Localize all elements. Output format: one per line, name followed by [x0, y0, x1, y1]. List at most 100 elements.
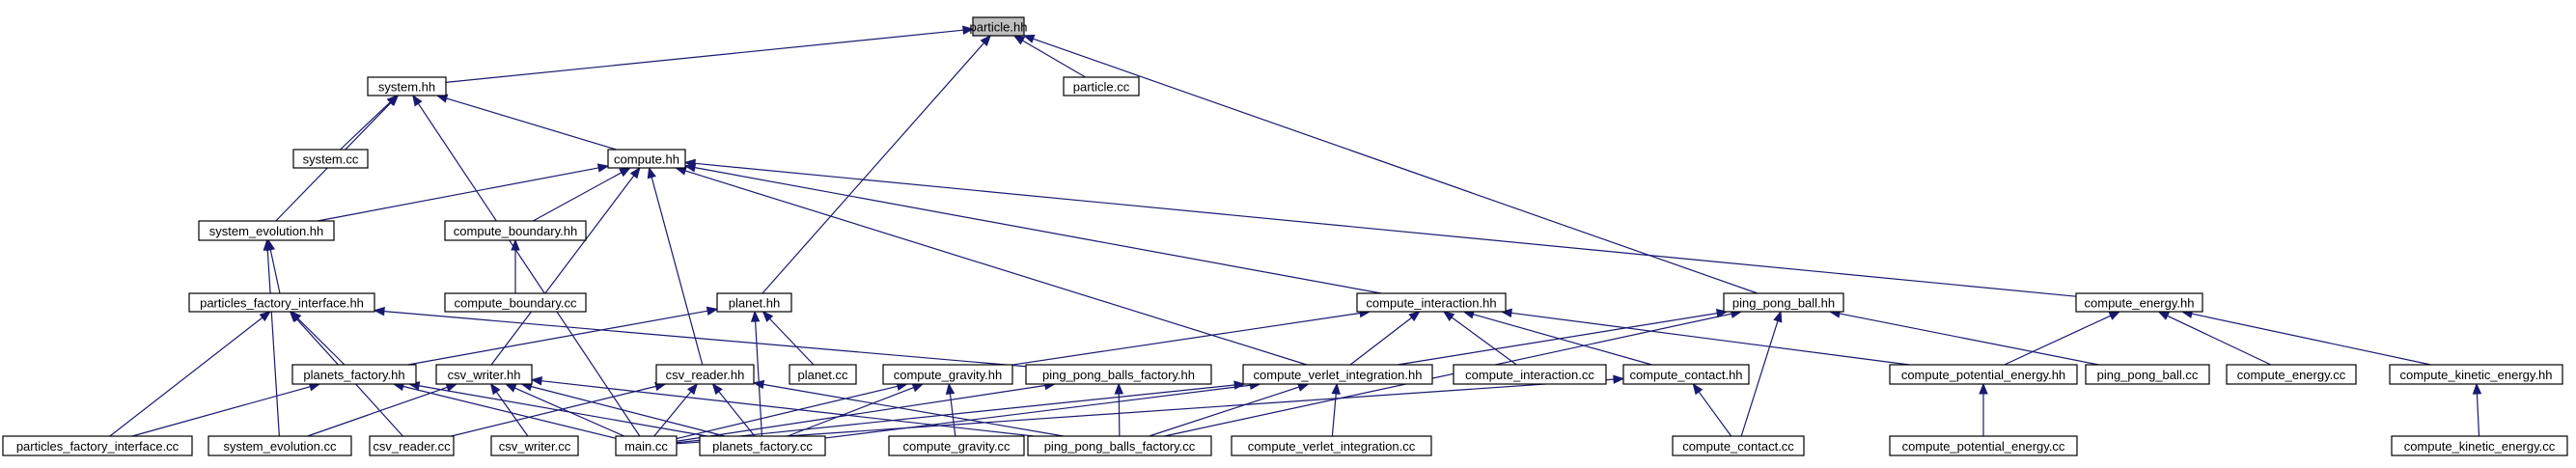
edge-ping_pong_balls_factory_cc-to-ping_pong_balls_factory_hh — [1114, 382, 1124, 437]
node-csv-reader-cc[interactable]: csv_reader.cc — [369, 435, 455, 456]
edge-line — [949, 393, 956, 437]
edge-line — [2004, 315, 2112, 366]
node-ping-pong-ball-cc[interactable]: ping_pong_ball.cc — [2085, 364, 2210, 385]
node-compute-potential-energy-hh[interactable]: compute_potential_energy.hh — [1889, 364, 2078, 385]
node-compute-contact-cc[interactable]: compute_contact.cc — [1672, 435, 1805, 456]
node-box — [291, 364, 417, 385]
node-system-evolution-hh[interactable]: system_evolution.hh — [198, 220, 335, 241]
edge-compute_hh-to-system_hh — [435, 94, 617, 151]
node-compute-kinetic-energy-cc[interactable]: compute_kinetic_energy.cc — [2391, 435, 2568, 456]
node-ping-pong-balls-factory-cc[interactable]: ping_pong_balls_factory.cc — [1027, 435, 1212, 456]
node-label: main.cc — [624, 439, 668, 454]
node-label: csv_writer.cc — [499, 439, 571, 454]
node-system-hh[interactable]: system.hh — [367, 76, 447, 96]
node-csv-writer-hh[interactable]: csv_writer.hh — [435, 364, 533, 385]
edge-ping_pong_balls_factory_cc-to-compute_verlet_integration_hh — [1149, 382, 1310, 437]
node-label: planet.hh — [729, 296, 781, 311]
node-compute-gravity-hh[interactable]: compute_gravity.hh — [882, 364, 1013, 385]
node-box — [655, 364, 755, 385]
edge-arrowhead — [686, 382, 699, 396]
node-planets-factory-hh[interactable]: planets_factory.hh — [291, 364, 417, 385]
edge-arrowhead — [2472, 382, 2482, 395]
node-box — [444, 292, 587, 313]
edge-arrowhead — [706, 306, 719, 316]
node-box — [1063, 76, 1140, 96]
edge-arrowhead — [647, 166, 656, 179]
node-compute-verlet-integration-hh[interactable]: compute_verlet_integration.hh — [1242, 364, 1433, 385]
edge-line — [531, 385, 726, 437]
node-compute-energy-cc[interactable]: compute_energy.cc — [2226, 364, 2357, 385]
edge-line — [131, 386, 311, 437]
edge-line — [1149, 386, 1300, 437]
edge-line — [824, 384, 1251, 439]
node-particle-cc[interactable]: particle.cc — [1063, 76, 1140, 96]
node-label: compute_interaction.hh — [1366, 296, 1496, 311]
edge-arrowhead — [619, 167, 631, 178]
node-label: ping_pong_ball.cc — [2097, 368, 2199, 382]
node-label: ping_pong_balls_factory.cc — [1044, 439, 1196, 454]
edge-particles_factory_interface_cc-to-planets_factory_hh — [131, 382, 321, 437]
node-planet-hh[interactable]: planet.hh — [716, 292, 792, 313]
edge-line — [694, 162, 2077, 297]
edge-arrowhead — [489, 382, 501, 396]
node-label: compute_energy.hh — [2085, 296, 2195, 311]
edge-line — [1033, 38, 1759, 294]
node-compute-energy-hh[interactable]: compute_energy.hh — [2075, 292, 2203, 313]
node-compute-hh[interactable]: compute.hh — [607, 149, 686, 169]
node-box — [1027, 435, 1212, 456]
node-planet-cc[interactable]: planet.cc — [789, 364, 857, 385]
node-ping-pong-ball-hh[interactable]: ping_pong_ball.hh — [1723, 292, 1844, 313]
edge-compute_contact_cc-to-ping_pong_ball_hh — [1740, 310, 1783, 437]
node-compute-interaction-cc[interactable]: compute_interaction.cc — [1453, 364, 1607, 385]
node-compute-gravity-cc[interactable]: compute_gravity.cc — [888, 435, 1025, 456]
edge-compute_boundary_hh-to-compute_hh — [532, 167, 631, 222]
node-main-cc[interactable]: main.cc — [615, 435, 678, 456]
node-system-cc[interactable]: system.cc — [292, 149, 369, 169]
node-planets-factory-cc[interactable]: planets_factory.cc — [699, 435, 826, 456]
node-csv-writer-cc[interactable]: csv_writer.cc — [490, 435, 579, 456]
edge-main_cc-to-planets_factory_hh — [392, 381, 617, 439]
node-compute-boundary-cc[interactable]: compute_boundary.cc — [444, 292, 587, 313]
node-box — [607, 149, 686, 169]
node-box — [699, 435, 826, 456]
node-system-evolution-cc[interactable]: system_evolution.cc — [208, 435, 352, 456]
node-csv-reader-hh[interactable]: csv_reader.hh — [655, 364, 755, 385]
node-compute-boundary-hh[interactable]: compute_boundary.hh — [444, 220, 587, 241]
node-label: compute_interaction.cc — [1465, 368, 1594, 382]
node-compute-contact-hh[interactable]: compute_contact.hh — [1622, 364, 1750, 385]
node-box — [1622, 364, 1750, 385]
edge-planets_factory_hh-to-particles_factory_interface_hh — [290, 311, 346, 366]
node-particles-factory-interface-hh[interactable]: particles_factory_interface.hh — [188, 292, 375, 313]
node-box — [367, 76, 447, 96]
edge-line — [1011, 312, 1361, 366]
node-box — [1242, 364, 1433, 385]
edge-planets_factory_hh-to-planet_hh — [407, 306, 719, 366]
edge-line — [297, 317, 346, 366]
node-compute-potential-energy-cc[interactable]: compute_potential_energy.cc — [1889, 435, 2078, 456]
edge-arrowhead — [1613, 374, 1625, 384]
edge-ping_pong_ball_hh-to-particle_hh — [1022, 34, 1759, 294]
edge-arrowhead — [1114, 382, 1124, 395]
node-label: ping_pong_ball.hh — [1732, 296, 1835, 311]
node-ping-pong-balls-factory-hh[interactable]: ping_pong_balls_factory.hh — [1025, 364, 1212, 385]
node-particle-hh[interactable]: particle.hh — [970, 16, 1028, 37]
edge-line — [490, 175, 635, 366]
edge-line — [762, 42, 984, 294]
edge-ping_pong_balls_factory_cc-to-csv_writer_hh — [530, 376, 1035, 437]
node-box — [1672, 435, 1805, 456]
edge-arrowhead — [1408, 311, 1421, 322]
node-particles-factory-interface-cc[interactable]: particles_factory_interface.cc — [2, 435, 193, 456]
edge-compute_energy_cc-to-compute_energy_hh — [2157, 311, 2272, 366]
edge-line — [651, 177, 704, 366]
edge-line — [694, 167, 1382, 294]
edges-layer — [109, 25, 2482, 445]
node-box — [1453, 364, 1607, 385]
node-box — [1889, 364, 2078, 385]
node-compute-verlet-integration-cc[interactable]: compute_verlet_integration.cc — [1231, 435, 1432, 456]
edge-line — [340, 101, 391, 151]
node-compute-interaction-hh[interactable]: compute_interaction.hh — [1356, 292, 1507, 313]
edge-arrowhead — [259, 311, 271, 322]
node-compute-kinetic-energy-hh[interactable]: compute_kinetic_energy.hh — [2389, 364, 2563, 385]
node-label: compute_verlet_integration.hh — [1254, 368, 1423, 382]
node-box — [1025, 364, 1212, 385]
